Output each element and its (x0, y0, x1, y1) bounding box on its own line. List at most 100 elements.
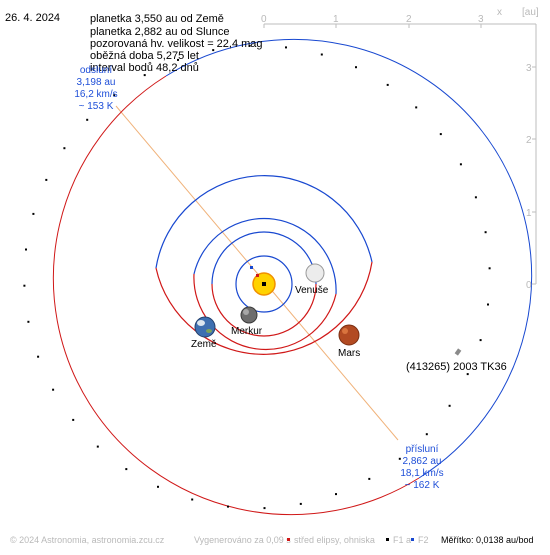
perihelion-title: přísluní (405, 444, 439, 455)
axes (263, 23, 537, 285)
earth-orbit-below (193, 217, 337, 295)
x-tick-label-0: 0 (261, 14, 267, 25)
x-tick-label-2: 2 (406, 14, 412, 25)
orbit-point (113, 94, 116, 97)
venus-orbit-above (211, 283, 317, 337)
perihelion-temperature: ~ 162 K (404, 480, 440, 491)
info-line-interval: interval bodů 48,2 dnů (90, 62, 199, 74)
perihelion-label: přísluní 2,862 au 18,1 km/s ~ 162 K (394, 444, 450, 492)
planet-venus (305, 263, 325, 283)
orbit-point (386, 83, 389, 86)
asteroid-icon (454, 348, 462, 356)
aphelion-label: odsluní 3,198 au 16,2 km/s ~ 153 K (68, 65, 124, 113)
asteroid-marker (454, 348, 462, 356)
ellipse-center-legend-marker (287, 538, 290, 541)
orbit-point (459, 163, 462, 166)
orbit-point (484, 231, 487, 234)
aphelion-speed: 16,2 km/s (74, 89, 118, 100)
orbit-point (425, 433, 428, 436)
venus-label: Venuše (295, 285, 329, 296)
orbit-point (45, 178, 48, 181)
x-axis-label: x (497, 7, 502, 18)
orbit-point (227, 505, 229, 508)
orbit-point (299, 502, 302, 505)
y-tick-label-1: 1 (526, 208, 532, 219)
orbit-point (487, 303, 489, 306)
orbit-point (72, 418, 75, 421)
orbit-point (143, 74, 146, 77)
asteroid-label: (413265) 2003 TK36 (406, 361, 507, 373)
orbit-point (86, 118, 89, 121)
mars-highlight (342, 328, 348, 334)
orbit-point (479, 339, 482, 342)
orbit-point (466, 373, 469, 376)
orbit-point (52, 388, 55, 391)
earth-icon (194, 316, 216, 338)
venus-icon (305, 263, 325, 283)
orbit-point (474, 196, 477, 199)
focus-f2-marker (250, 266, 253, 269)
mars-orbit-above (155, 261, 373, 355)
orbit-point (248, 44, 251, 47)
ellipse-center-marker (256, 274, 259, 277)
orbit-points (23, 44, 491, 510)
orbit-point (263, 507, 266, 510)
info-line-distance-sun: planetka 2,882 au od Slunce (90, 26, 230, 38)
planet-orbits (155, 175, 373, 355)
focus-f1-marker (262, 282, 266, 286)
apsis-line (115, 105, 399, 441)
info-line-magnitude: pozorovaná hv. velikost = 22,4 mag (90, 38, 263, 50)
orbit-point (439, 133, 442, 136)
aphelion-title: odsluní (79, 65, 113, 76)
perihelion-distance: 2,862 au (402, 456, 442, 467)
orbit-point (285, 46, 287, 49)
asteroid-orbit-above (52, 75, 420, 516)
orbit-point (37, 355, 40, 358)
earth-orbit-above (193, 273, 337, 351)
orbit-point (96, 445, 99, 448)
copyright-text: © 2024 Astronomia, astronomia.zcu.cz (10, 535, 165, 545)
mars-icon (338, 324, 360, 346)
planet-earth (194, 316, 216, 338)
orbit-point (415, 106, 418, 109)
aphelion-distance: 3,198 au (76, 77, 116, 88)
planet-mercury (240, 306, 258, 324)
info-line-distance-earth: planetka 3,550 au od Země (90, 13, 224, 25)
footer-legend: © 2024 Astronomia, astronomia.zcu.cz Vyg… (0, 532, 550, 548)
asteroid-orbit-below (165, 38, 533, 479)
mercury-orbit (235, 255, 293, 313)
date-label: 26. 4. 2024 (5, 12, 61, 24)
sun (250, 266, 276, 296)
orbit-point (25, 248, 27, 251)
orbit-point (448, 404, 451, 407)
orbit-point (335, 493, 337, 496)
mercury-label: Merkur (231, 326, 263, 337)
x-tick-label-3: 3 (478, 14, 484, 25)
perihelion-speed: 18,1 km/s (400, 468, 444, 479)
orbit-point (32, 212, 35, 215)
scale-text: Měřítko: 0,0138 au/bod (441, 535, 534, 545)
orbit-point (398, 457, 401, 460)
y-tick-label-3: 3 (526, 63, 532, 74)
orbit-point (27, 320, 30, 323)
info-line-period: oběžná doba 5,275 let (90, 50, 199, 62)
y-tick-label-2: 2 (526, 135, 532, 146)
orbit-point (63, 147, 66, 150)
orbit-point (212, 49, 215, 52)
mars-label: Mars (338, 348, 361, 359)
earth-land-2 (206, 329, 212, 333)
orbit-point (488, 267, 491, 270)
planet-mars (338, 324, 360, 346)
f2-legend-text: F2 (418, 535, 429, 545)
f2-legend-marker (411, 538, 414, 541)
mercury-highlight (243, 309, 249, 315)
venus-orbit-below (211, 231, 317, 285)
generated-time-text: Vygenerováno za 0,09 s (194, 535, 291, 545)
orbit-point (177, 58, 179, 61)
earth-land (197, 320, 205, 326)
orbit-point (125, 468, 128, 471)
orbit-point (157, 485, 159, 488)
orbit-point (320, 53, 323, 56)
